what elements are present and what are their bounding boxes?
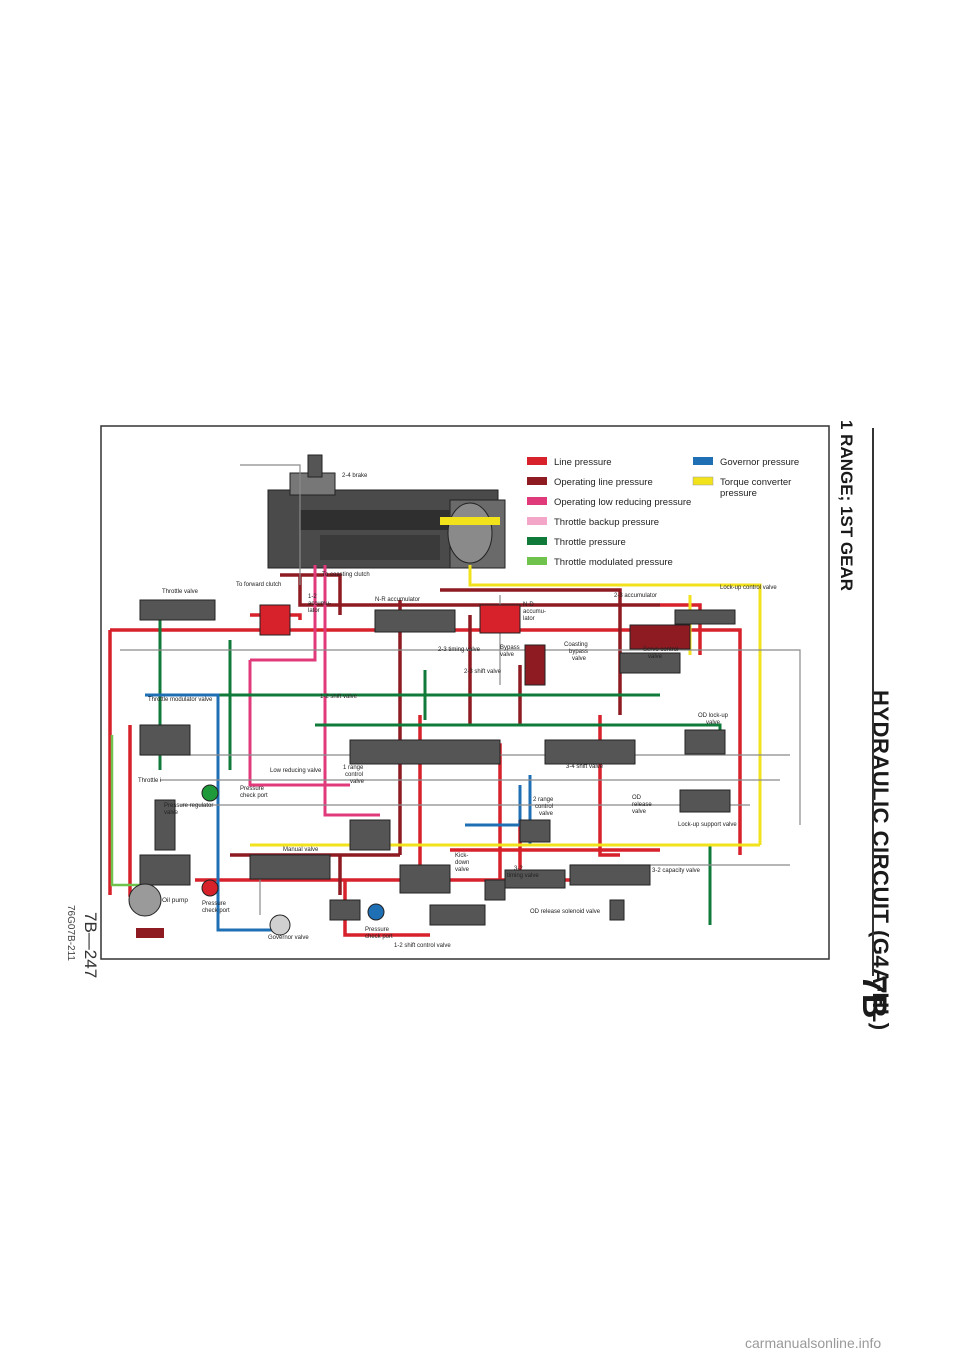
legend-swatch-governor xyxy=(693,457,713,465)
label-lock-up-control-valve: Lock-up control valve xyxy=(720,585,777,591)
label-kick-down-3: valve xyxy=(455,867,470,873)
label-2-4-brake: 2-4 brake xyxy=(342,473,368,479)
legend-swatch-throttle xyxy=(527,537,547,545)
legend-swatch-throttle-backup xyxy=(527,517,547,525)
label-oil-pump: Oil pump xyxy=(162,897,188,904)
label-2-range-control-3: valve xyxy=(539,811,554,817)
label-od-release-3: valve xyxy=(632,809,647,815)
legend-label-governor: Governor pressure xyxy=(720,457,799,468)
label-to-forward-clutch: To forward clutch xyxy=(236,582,281,588)
pressure-check-port-green xyxy=(201,784,219,802)
label-kick-down-1: Kick- xyxy=(455,853,468,859)
label-pressure-regulator-2: valve xyxy=(164,810,179,816)
label-n-d-accumulator-1: N-D xyxy=(523,602,534,608)
legend-swatch-low-reducing xyxy=(527,497,547,505)
label-manual-valve: Manual valve xyxy=(283,847,319,853)
label-2-3-timing-valve: 2-3 timing valve xyxy=(438,647,481,653)
label-1-range-control-3: valve xyxy=(350,779,365,785)
label-pressure-check-port-c1: Pressure xyxy=(365,927,390,933)
label-od-lock-up-1: OD lock-up xyxy=(698,713,729,719)
legend-label-line: Line pressure xyxy=(554,457,612,468)
label-coasting-bypass-1: Coasting xyxy=(564,642,588,648)
label-lock-up-support-valve: Lock-up support valve xyxy=(678,822,737,828)
label-low-reducing-valve: Low reducing valve xyxy=(270,768,322,774)
section-number: 7B xyxy=(855,975,893,1019)
watermark: carmanualsonline.info xyxy=(745,1335,882,1351)
label-pressure-check-port-c2: check port xyxy=(365,934,393,940)
label-2-range-control-2: control xyxy=(535,804,553,810)
label-od-release-2: release xyxy=(632,802,652,808)
legend-label-low-reducing: Operating low reducing pressure xyxy=(554,497,691,508)
label-1-2-shift-valve: 1-2 shift valve xyxy=(320,694,358,700)
legend-label-operating-line: Operating line pressure xyxy=(554,477,653,488)
legend-label-throttle: Throttle pressure xyxy=(554,537,626,548)
governor-valve-icon xyxy=(269,914,291,936)
label-throttle-modulator-valve: Throttle modulator valve xyxy=(148,697,213,703)
label-2-3-shift-valve: 2-3 shift valve xyxy=(464,669,502,675)
legend-label-torque-converter: Torque converter xyxy=(720,477,791,488)
label-to-coasting-clutch: To coasting clutch xyxy=(322,572,370,578)
label-coasting-bypass-3: valve xyxy=(572,656,587,662)
header-rule xyxy=(872,428,874,976)
label-kick-down-2: down xyxy=(455,860,469,866)
label-1-range-control-1: 1 range xyxy=(343,765,364,771)
transmission-assembly xyxy=(267,454,506,569)
legend-swatch-line xyxy=(527,457,547,465)
label-n-d-accumulator-3: lator xyxy=(523,616,535,622)
label-1-2-accumulator-3: lator xyxy=(308,608,320,614)
pressure-check-port-red xyxy=(201,879,219,897)
label-od-release-1: OD xyxy=(632,795,642,801)
label-2-range-control-1: 2 range xyxy=(533,797,554,803)
valve-bodies xyxy=(139,599,736,926)
pressure-check-port-blue xyxy=(367,903,385,921)
label-bypass-valve-2: valve xyxy=(500,652,515,658)
label-pressure-check-port-b1: Pressure xyxy=(202,901,227,907)
label-pressure-regulator-1: Pressure regulator xyxy=(164,803,213,809)
label-governor-valve: Governor valve xyxy=(268,935,309,941)
pressure-ports xyxy=(128,784,385,938)
label-bypass-valve-1: Bypass xyxy=(500,645,520,651)
label-pressure-check-port-1: Pressure xyxy=(240,786,265,792)
label-3-2-timing-2: timing valve xyxy=(507,873,539,879)
legend-label-throttle-modulated: Throttle modulated pressure xyxy=(554,557,673,568)
legend-label-torque-converter-2: pressure xyxy=(720,488,757,499)
legend: Line pressure Operating line pressure Op… xyxy=(527,457,799,568)
label-3-2-capacity-valve: 3-2 capacity valve xyxy=(652,868,701,874)
label-throttle-i: Throttle i xyxy=(138,778,161,784)
oil-pump-icon xyxy=(128,883,162,917)
label-1-2-accumulator-2: accumu- xyxy=(308,601,331,607)
throttle-modulated-circuit xyxy=(110,735,140,887)
label-n-r-accumulator: N-R accumulator xyxy=(375,597,420,603)
label-od-release-solenoid: OD release solenoid valve xyxy=(530,909,601,915)
label-3-2-timing-1: 3-2 xyxy=(514,866,523,872)
legend-label-throttle-backup: Throttle backup pressure xyxy=(554,517,659,528)
label-1-range-control-2: control xyxy=(345,772,363,778)
label-od-lock-up-2: valve xyxy=(706,720,721,726)
label-1-2-accumulator-1: 1-2 xyxy=(308,594,317,600)
label-1-2-shift-control-valve: 1-2 shift control valve xyxy=(394,943,451,949)
label-pressure-check-port-2: check port xyxy=(240,793,268,799)
legend-swatch-operating-line xyxy=(527,477,547,485)
label-throttle-valve: Throttle valve xyxy=(162,589,199,595)
low-reducing-pressure-circuit xyxy=(248,565,380,817)
label-n-d-accumulator-2: accumu- xyxy=(523,609,546,615)
label-2-3-accumulator: 2-3 accumulator xyxy=(614,593,657,599)
page-subtitle: 1 RANGE; 1ST GEAR xyxy=(837,420,856,591)
legend-swatch-torque-converter xyxy=(692,476,714,486)
label-3-4-shift-valve: 3-4 shift valve xyxy=(566,764,604,770)
label-pressure-check-port-b2: check port xyxy=(202,908,230,914)
page-number: 7B—247 xyxy=(81,912,100,979)
label-servo-control-2: valve xyxy=(648,654,663,660)
component-labels: 2-4 brake To forward clutch To coasting … xyxy=(138,473,777,949)
label-servo-control-1: Servo control xyxy=(643,647,678,653)
hydraulic-circuit-diagram: Line pressure Operating line pressure Op… xyxy=(100,425,830,960)
label-coasting-bypass-2: bypass xyxy=(569,649,588,655)
figure-code: 76G07B-211 xyxy=(65,905,76,961)
legend-swatch-throttle-modulated xyxy=(527,557,547,565)
